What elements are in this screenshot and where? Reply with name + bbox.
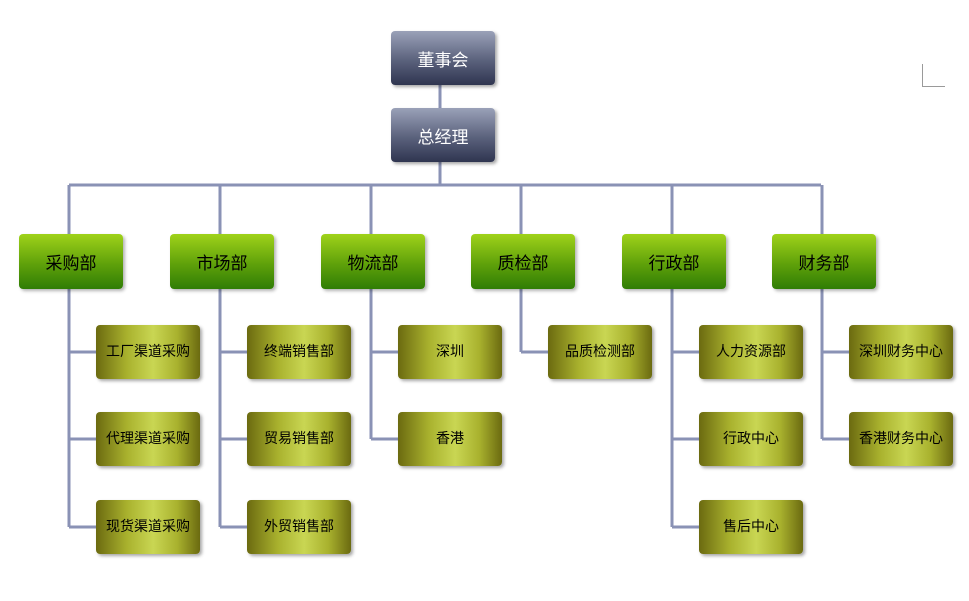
department-node: 市场部	[170, 234, 274, 289]
department-node: 财务部	[772, 234, 876, 289]
department-node: 采购部	[19, 234, 123, 289]
sub-unit-node: 工厂渠道采购	[96, 325, 200, 379]
sub-unit-node: 香港财务中心	[849, 412, 953, 466]
sub-unit-node: 品质检测部	[548, 325, 652, 379]
department-node: 质检部	[471, 234, 575, 289]
sub-unit-node: 终端销售部	[247, 325, 351, 379]
corner-mark	[922, 64, 945, 87]
sub-unit-node: 现货渠道采购	[96, 500, 200, 554]
sub-unit-node: 代理渠道采购	[96, 412, 200, 466]
sub-unit-node: 香港	[398, 412, 502, 466]
node-general-manager: 总经理	[391, 108, 495, 162]
sub-unit-node: 人力资源部	[699, 325, 803, 379]
department-node: 行政部	[622, 234, 726, 289]
sub-unit-node: 外贸销售部	[247, 500, 351, 554]
node-board: 董事会	[391, 31, 495, 85]
sub-unit-node: 深圳财务中心	[849, 325, 953, 379]
sub-unit-node: 贸易销售部	[247, 412, 351, 466]
sub-unit-node: 深圳	[398, 325, 502, 379]
sub-unit-node: 行政中心	[699, 412, 803, 466]
department-node: 物流部	[321, 234, 425, 289]
sub-unit-node: 售后中心	[699, 500, 803, 554]
